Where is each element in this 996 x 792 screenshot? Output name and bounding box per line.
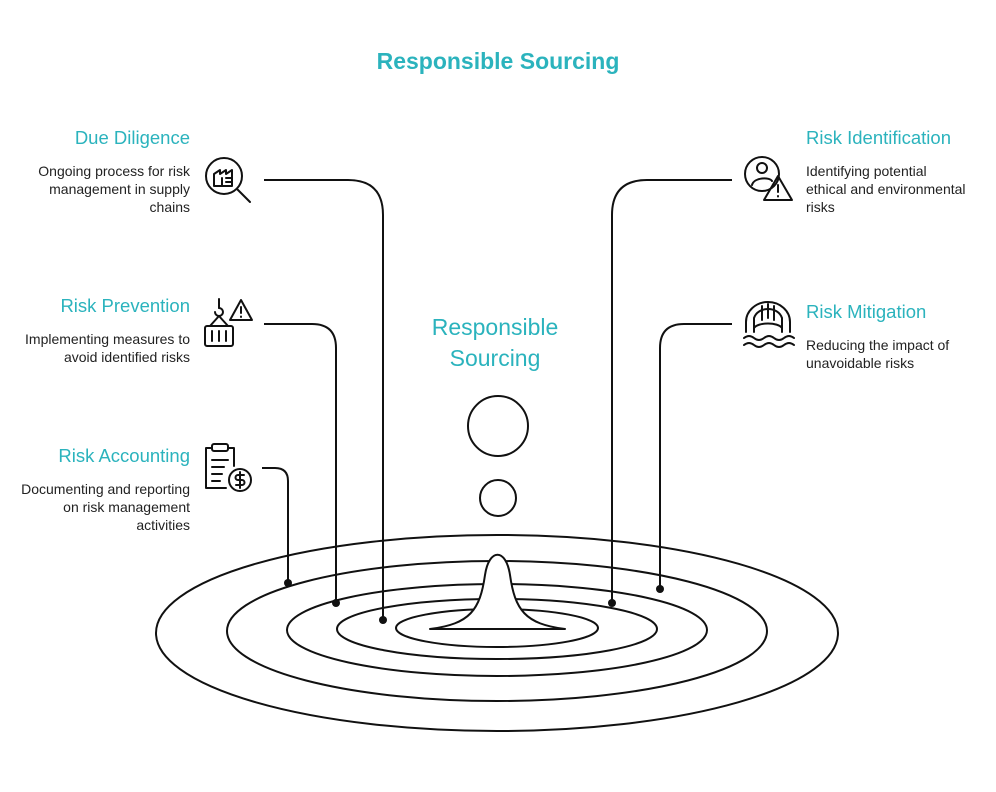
connector-dot-risk-mitigation (656, 585, 664, 593)
risk-mitigation-description: Reducing the impact of unavoidable risks (806, 337, 950, 371)
connector-risk-prevention (264, 323, 337, 603)
risk-prevention-description: Implementing measures to avoid identifie… (25, 331, 190, 365)
droplet-small (479, 479, 517, 517)
risk-identification-description: Identifying potential ethical and enviro… (806, 163, 966, 215)
due-diligence-description: Ongoing process for risk management in s… (38, 163, 190, 215)
ripple-ring-1 (155, 534, 839, 732)
droplet-large (467, 395, 529, 457)
dam-water-icon (743, 301, 795, 348)
risk-accounting-title: Risk Accounting (58, 445, 190, 466)
due-diligence-title: Due Diligence (74, 127, 190, 148)
connector-risk-identification (611, 179, 732, 603)
center-label-text: Responsible Sourcing (431, 314, 559, 371)
person-warning-icon (744, 156, 793, 201)
center-label: Responsible Sourcing (380, 312, 610, 374)
risk-identification-title: Risk Identification (806, 127, 951, 148)
connector-risk-mitigation (659, 323, 732, 589)
risk-prevention-title: Risk Prevention (60, 295, 190, 316)
factory-magnifier-icon (205, 157, 251, 203)
crane-warning-icon (204, 298, 253, 347)
connector-risk-accounting (262, 467, 289, 583)
connector-dot-due-diligence (379, 616, 387, 624)
connector-due-diligence (264, 179, 384, 620)
connector-dot-risk-identification (608, 599, 616, 607)
page-title: Responsible Sourcing (376, 48, 620, 74)
clipboard-dollar-icon (205, 443, 252, 492)
connector-dot-risk-accounting (284, 579, 292, 587)
risk-mitigation-title: Risk Mitigation (806, 301, 927, 322)
connector-dot-risk-prevention (332, 599, 340, 607)
splash-peak (429, 554, 566, 630)
risk-accounting-description: Documenting and reporting on risk manage… (21, 481, 190, 533)
